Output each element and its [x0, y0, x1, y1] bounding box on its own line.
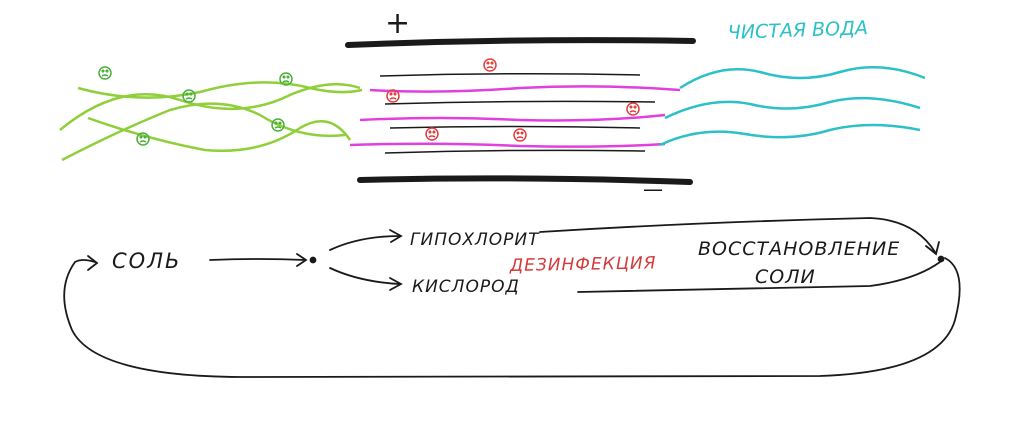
split-node — [309, 256, 317, 264]
return-loop — [63, 257, 961, 378]
microbe-icon — [626, 102, 640, 116]
flow-arrows — [63, 217, 961, 378]
recombine-node — [937, 255, 945, 263]
microbe-icon — [182, 89, 196, 103]
line-hypochlorite-to-recovery — [539, 217, 936, 253]
microbe-icon — [425, 127, 439, 141]
salt-label: СОЛЬ — [112, 249, 181, 273]
minus-sign: — — [643, 177, 663, 201]
salt-recovery-line1: ВОССТАНОВЛЕНИЕ — [698, 238, 900, 260]
arrow-salt-to-node — [209, 258, 306, 261]
microbe-icon — [271, 118, 285, 132]
arrow-to-hypochlorite — [329, 235, 401, 251]
negative-electrode — [357, 175, 693, 185]
microbe-icon — [386, 89, 400, 103]
microbe-icon — [513, 128, 527, 142]
dirty-water-waves — [59, 81, 363, 162]
microbe-icon — [279, 72, 293, 86]
microbe-icon — [483, 58, 497, 72]
arrow-to-oxygen — [329, 267, 401, 285]
clean-water-waves — [659, 65, 926, 147]
hypochlorite-label: ГИПОХЛОРИТ — [410, 230, 540, 250]
dirty-microbes — [98, 66, 293, 146]
microbe-icon — [136, 132, 150, 146]
disinfection-label: ДЕЗИНФЕКЦИЯ — [509, 253, 657, 276]
microbe-icon — [98, 66, 112, 80]
salt-recovery-line2: СОЛИ — [755, 266, 816, 288]
clean-water-label: ЧИСТАЯ ВОДА — [727, 17, 868, 44]
oxygen-label: КИСЛОРОД — [412, 277, 520, 297]
killed-microbes — [386, 58, 640, 142]
treated-water-lines — [349, 85, 681, 148]
plus-sign: + — [385, 6, 410, 41]
line-oxygen-to-recovery — [577, 261, 941, 293]
positive-electrode — [345, 37, 696, 48]
cell-separator-lines — [379, 72, 656, 154]
